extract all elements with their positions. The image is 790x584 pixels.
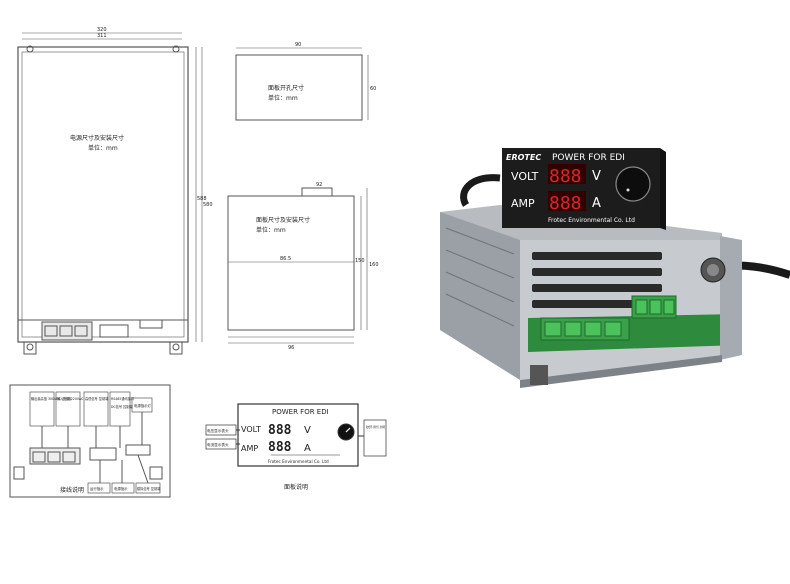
cutout-unit: 单位：mm <box>268 94 298 102</box>
photo-brand: EROTEC <box>506 153 541 162</box>
panel-diagram-amp-digits: 888 <box>268 440 292 455</box>
dim-height-inner: 580 <box>203 202 213 208</box>
panel-diagram-amp-label: AMP <box>241 444 258 453</box>
cutout-dim-width: 90 <box>295 42 301 48</box>
panel-diagram-note-volt: 电压显示表头 <box>207 428 229 433</box>
install-dim-height1: 150 <box>355 258 365 264</box>
dim-height-outer: 588 <box>197 196 207 202</box>
wiring-caption: 接线说明 <box>60 486 84 494</box>
panel-diagram-company: Frotec Environmental Co. Ltd <box>268 459 329 464</box>
install-unit: 单位：mm <box>256 226 286 234</box>
dim-width-inner: 311 <box>97 33 107 39</box>
panel-diagram-note-knob: 输出电压调节，顺时针升高，逆时针降低 <box>366 424 385 429</box>
panel-diagram-volt-digits: 888 <box>268 423 292 438</box>
wiring-label-analog: 模拟信号 控制端 <box>137 486 161 491</box>
product-photo <box>440 148 790 388</box>
panel-front-diagram <box>205 403 387 467</box>
photo-header: POWER FOR EDI <box>552 153 625 163</box>
panel-diagram-volt-label: VOLT <box>241 425 261 434</box>
power-supply-outline-drawing <box>17 32 203 355</box>
photo-company: Frotec Environmental Co. Ltd <box>548 217 635 224</box>
install-dim-height2: 160 <box>369 262 379 268</box>
photo-volt-label: VOLT <box>511 170 539 183</box>
install-title: 面板尺寸及安装尺寸 <box>256 216 310 224</box>
wiring-label-hilo: 高低信号 控制端 <box>85 396 109 401</box>
panel-diagram-header: POWER FOR EDI <box>272 408 329 416</box>
wiring-label-rs485: RS485通讯接口 <box>111 396 134 401</box>
dim-width-outer: 320 <box>97 27 107 33</box>
power-supply-unit: 单位：mm <box>88 144 118 152</box>
cutout-title: 面板开孔尺寸 <box>268 84 304 92</box>
wiring-label-run: 运行指示 <box>90 486 104 491</box>
cutout-dim-height: 60 <box>370 86 376 92</box>
power-supply-title: 电源尺寸及安装尺寸 <box>70 134 124 142</box>
panel-diagram-note-amp: 电流显示表头 <box>207 442 229 447</box>
panel-diagram-amp-unit: A <box>304 443 311 454</box>
wiring-label-power: 电源指示 <box>114 486 128 491</box>
panel-install-drawing <box>227 187 368 344</box>
wiring-label-power-led: 电源指示灯 <box>134 403 152 408</box>
install-dim-bottom: 96 <box>288 345 294 351</box>
wiring-label-dc: DC信号 控制端 <box>111 404 133 409</box>
photo-amp-digits: 888 <box>549 193 582 214</box>
panel-cutout-drawing <box>235 47 369 121</box>
photo-volt-unit: V <box>592 169 601 184</box>
wiring-diagram <box>9 384 171 498</box>
panel-diagram-caption: 面板说明 <box>284 483 308 491</box>
photo-amp-label: AMP <box>511 197 535 210</box>
wiring-label-input: 输入电源 220VAC <box>57 396 84 401</box>
panel-diagram-volt-unit: V <box>304 425 311 436</box>
install-dim-top: 92 <box>316 182 322 188</box>
install-dim-inner: 86.5 <box>280 256 291 262</box>
wiring-label-output: 输出最高值 300VDC 正负极 <box>31 396 72 401</box>
photo-volt-digits: 888 <box>549 166 582 187</box>
photo-amp-unit: A <box>592 196 601 211</box>
